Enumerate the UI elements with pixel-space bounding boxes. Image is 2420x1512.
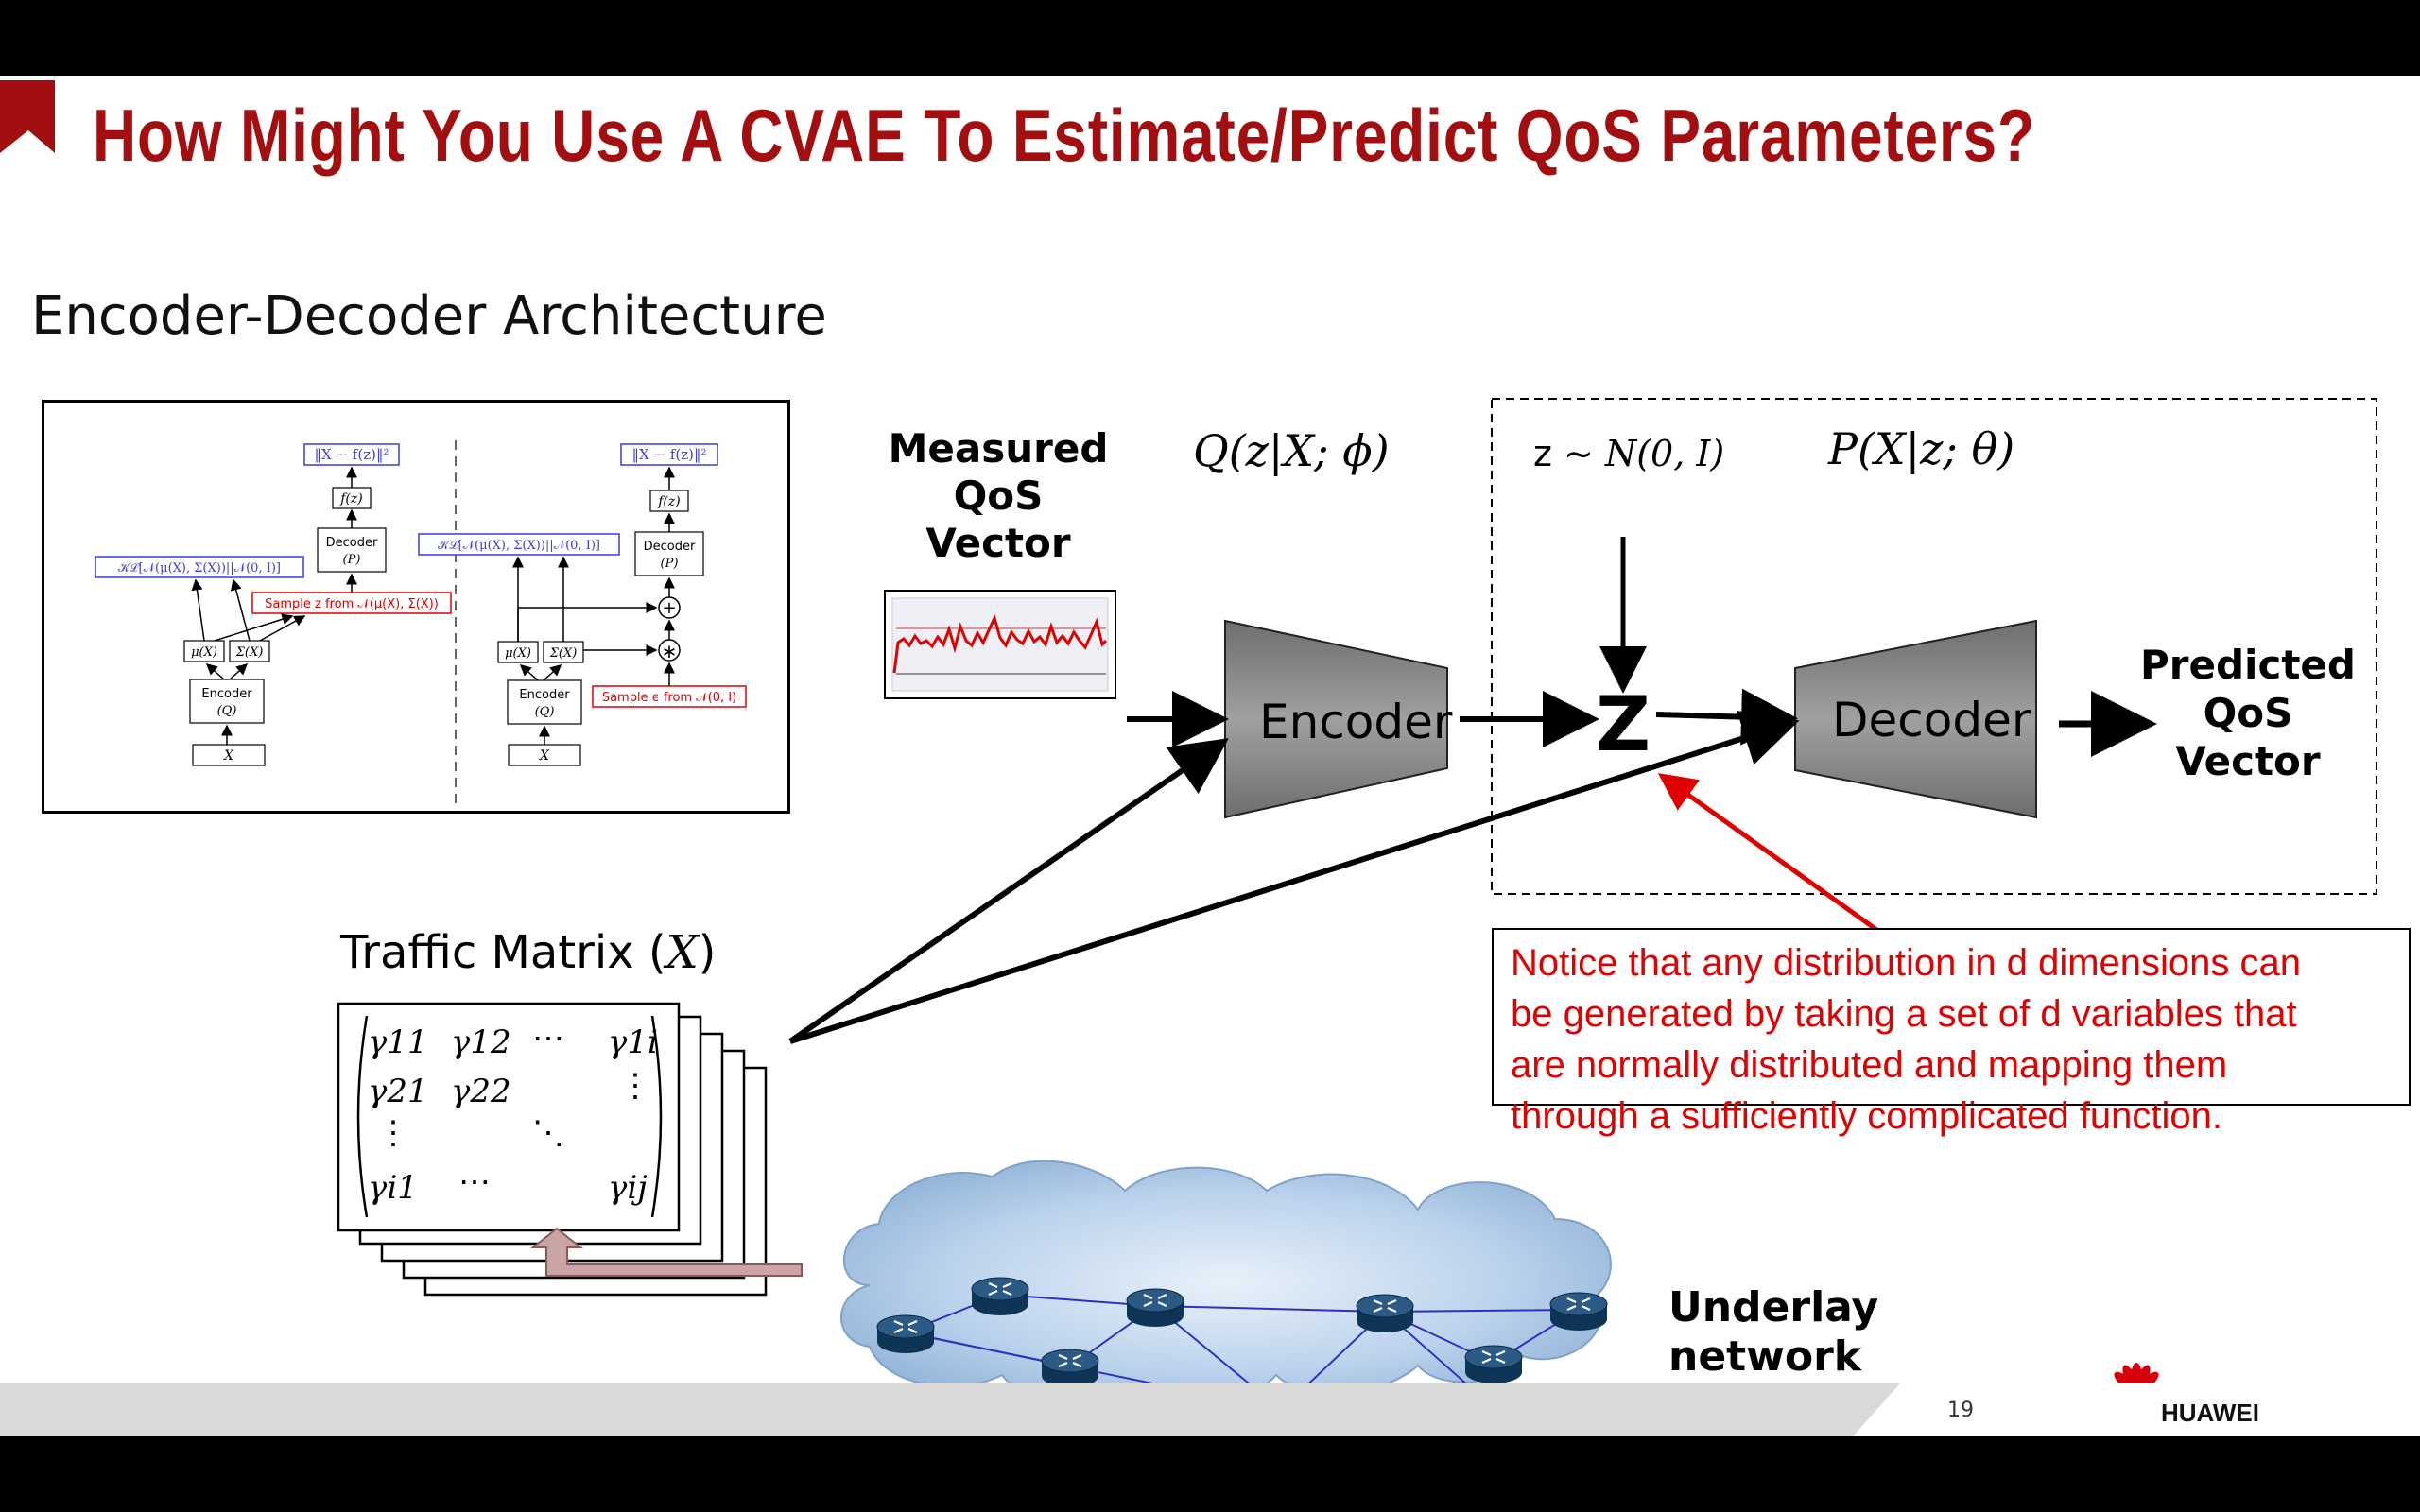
encoder-right-sub: (Q) bbox=[535, 705, 555, 719]
traffic-matrix-stack bbox=[337, 1002, 768, 1297]
footer-swoosh bbox=[1853, 1383, 2420, 1436]
plus-node: + bbox=[662, 598, 676, 618]
slide: How Might You Use A CVAE To Estimate/Pre… bbox=[0, 76, 2420, 1436]
page-number: 19 bbox=[1947, 1399, 1974, 1422]
decoder-right: Decoder bbox=[644, 540, 696, 554]
encoder-left: Encoder bbox=[201, 687, 252, 701]
router-icon bbox=[1464, 1345, 1523, 1383]
underlay-network-cloud bbox=[840, 1160, 1612, 1431]
slide-title: How Might You Use A CVAE To Estimate/Pre… bbox=[93, 94, 2035, 177]
multiply-node: ∗ bbox=[662, 640, 678, 662]
notice-line: through a sufficiently complicated funct… bbox=[1511, 1095, 2223, 1137]
notice-line: be generated by taking a set of d variab… bbox=[1511, 993, 2297, 1035]
sample-right: Sample ϵ from 𝒩(0, I) bbox=[602, 691, 736, 705]
decoder-left-sub: (P) bbox=[343, 553, 361, 567]
x-left: X bbox=[223, 748, 234, 764]
router-icon bbox=[971, 1277, 1029, 1315]
mu-right: μ(X) bbox=[505, 646, 531, 661]
traffic-matrix-label: Traffic Matrix (X) bbox=[340, 926, 717, 979]
sigma-right: Σ(X) bbox=[549, 646, 578, 661]
encoder-label: Encoder bbox=[1259, 695, 1453, 749]
encoder-right: Encoder bbox=[519, 688, 570, 702]
inset-right-network: ‖X − f(z)‖² f(z) Decoder (P) 𝒦ℒ[𝒩(μ(X), … bbox=[418, 443, 747, 766]
predicted-qos-label: Predicted QoS Vector bbox=[2140, 642, 2356, 784]
router-icon bbox=[1356, 1294, 1414, 1332]
latent-z-symbol: Z bbox=[1596, 680, 1651, 768]
kl-left: 𝒦ℒ[𝒩(μ(X), Σ(X))||𝒩(0, I)] bbox=[118, 561, 281, 576]
notice-callout: Notice that any distribution in d dimens… bbox=[1492, 928, 2411, 1137]
brand-wordmark: HUAWEI bbox=[2161, 1399, 2259, 1427]
sigma-left: Σ(X) bbox=[235, 645, 264, 660]
fz-right: f(z) bbox=[657, 494, 680, 509]
vae-figure-inset: ‖X − f(z)‖² f(z) Decoder (P) 𝒦ℒ[𝒩(μ(X), … bbox=[42, 400, 790, 814]
decoder-region-border bbox=[1491, 398, 2377, 895]
loss-right: ‖X − f(z)‖² bbox=[632, 446, 707, 463]
decoder-right-sub: (P) bbox=[661, 557, 679, 571]
mu-left: μ(X) bbox=[191, 645, 217, 660]
router-icon bbox=[1041, 1349, 1099, 1387]
inset-left-network: ‖X − f(z)‖² f(z) Decoder (P) 𝒦ℒ[𝒩(μ(X), … bbox=[95, 443, 452, 766]
notice-line: Notice that any distribution in d dimens… bbox=[1511, 942, 2302, 984]
encoder-distribution-label: Q(z|X; ϕ) bbox=[1193, 425, 1390, 476]
z-prior-label: z ~ N(0, I) bbox=[1533, 433, 1725, 474]
loss-left: ‖X − f(z)‖² bbox=[315, 446, 389, 463]
notice-line: are normally distributed and mapping the… bbox=[1511, 1044, 2228, 1086]
kl-right: 𝒦ℒ[𝒩(μ(X), Σ(X))||𝒩(0, I)] bbox=[438, 539, 600, 553]
decoder-label: Decoder bbox=[1832, 693, 2031, 747]
underlay-network-label: Underlay network bbox=[1668, 1283, 1879, 1381]
x-right: X bbox=[539, 748, 550, 764]
architecture-diagram bbox=[337, 398, 2377, 1431]
decoder-distribution-label: P(X|z; θ) bbox=[1828, 423, 2015, 474]
measured-qos-label: Measured QoS Vector bbox=[888, 425, 1109, 566]
section-subtitle: Encoder-Decoder Architecture bbox=[31, 285, 827, 347]
title-marker bbox=[0, 80, 55, 153]
fz-left: f(z) bbox=[339, 491, 362, 507]
qos-timeseries-thumbnail bbox=[884, 590, 1116, 699]
feedback-arrow bbox=[530, 1227, 803, 1277]
sample-left: Sample z from 𝒩(μ(X), Σ(X)) bbox=[265, 597, 439, 611]
router-icon bbox=[1126, 1288, 1184, 1327]
decoder-left: Decoder bbox=[326, 536, 378, 550]
router-icon bbox=[876, 1314, 935, 1353]
router-icon bbox=[1549, 1292, 1608, 1331]
traffic-matrix-entries: γ11 γ12 ⋯ γ1i γ21 γ22 ⋮ ⋮ ⋱ γi1 ⋯ γij bbox=[368, 1020, 658, 1207]
encoder-left-sub: (Q) bbox=[217, 704, 237, 718]
